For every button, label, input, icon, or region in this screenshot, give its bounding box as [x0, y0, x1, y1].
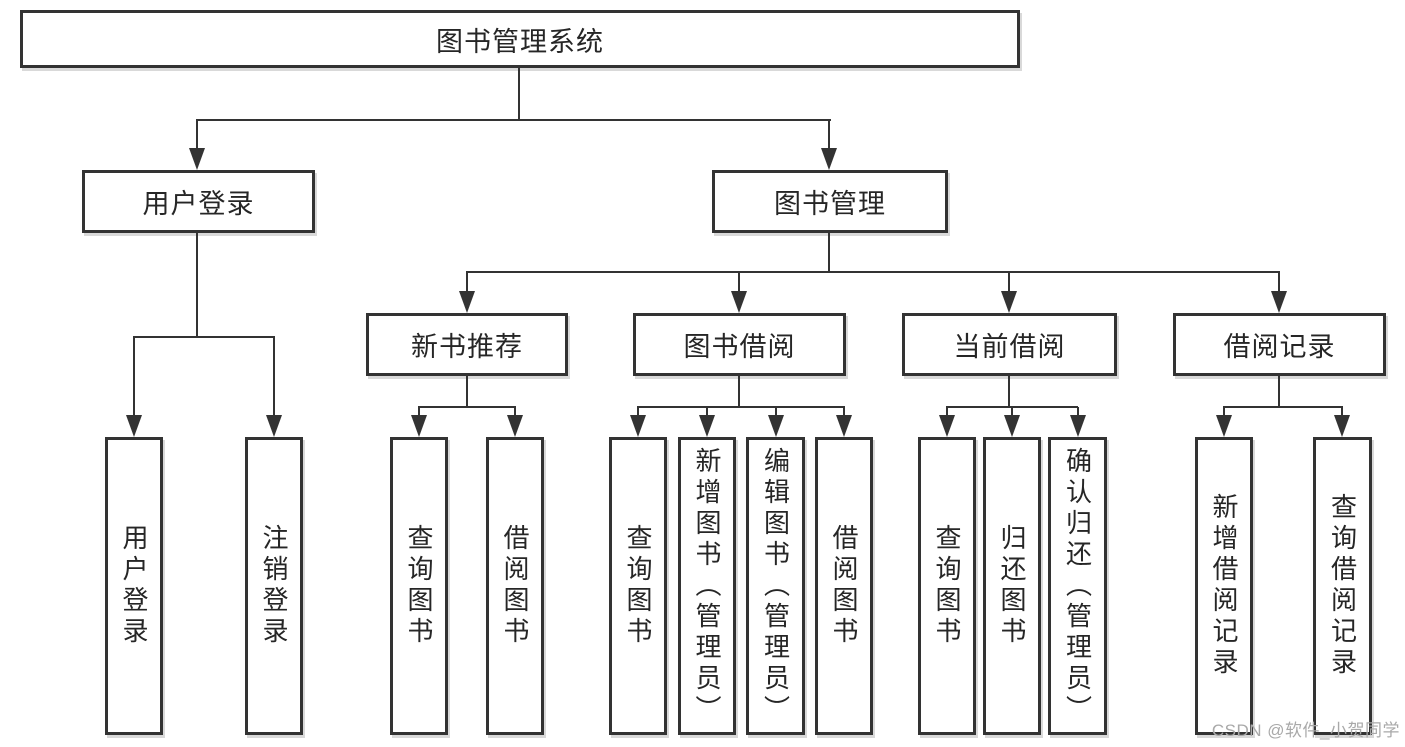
arrow-down-icon — [1334, 415, 1350, 437]
node-book-management: 图书管理 — [712, 170, 948, 233]
connector-line — [637, 407, 639, 417]
connector-line — [843, 407, 845, 417]
leaf-borrow-books: 借阅图书 — [815, 437, 873, 735]
connector-line — [514, 407, 516, 417]
leaf-logout: 注销登录 — [245, 437, 303, 735]
connector-line — [1011, 407, 1013, 417]
connector-line — [418, 407, 420, 417]
connector-line — [1341, 407, 1343, 417]
arrow-down-icon — [411, 415, 427, 437]
connector-line — [828, 120, 830, 150]
leaf-label: 查询图书 — [932, 524, 962, 648]
arrow-down-icon — [836, 415, 852, 437]
connector-line — [738, 272, 740, 292]
arrow-down-icon — [266, 415, 282, 437]
connector-line — [196, 120, 198, 150]
node-user-login: 用户登录 — [82, 170, 315, 233]
leaf-edit-books-admin: 编辑图书（管理员） — [746, 437, 805, 735]
leaf-label: 查询借阅记录 — [1327, 493, 1358, 679]
arrow-down-icon — [768, 415, 784, 437]
leaf-label: 新增图书（管理员） — [692, 446, 722, 726]
arrow-down-icon — [699, 415, 715, 437]
arrow-down-icon — [189, 148, 205, 170]
leaf-label: 新增借阅记录 — [1209, 493, 1239, 679]
connector-line — [1223, 406, 1343, 408]
node-root: 图书管理系统 — [20, 10, 1020, 68]
connector-line — [828, 233, 830, 272]
leaf-label: 用户登录 — [119, 524, 149, 648]
leaf-query-books-borrow: 查询图书 — [609, 437, 667, 735]
node-book-borrow: 图书借阅 — [633, 313, 846, 376]
connector-line — [196, 119, 831, 121]
connector-line — [466, 376, 468, 407]
arrow-down-icon — [507, 415, 523, 437]
connector-line — [775, 407, 777, 417]
connector-line — [738, 376, 740, 407]
connector-line — [1008, 272, 1010, 292]
connector-line — [706, 407, 708, 417]
leaf-confirm-return-admin: 确认归还（管理员） — [1048, 437, 1107, 735]
arrow-down-icon — [821, 148, 837, 170]
leaf-label: 借阅图书 — [500, 524, 530, 648]
leaf-return-books: 归还图书 — [983, 437, 1041, 735]
arrow-down-icon — [939, 415, 955, 437]
connector-line — [418, 406, 516, 408]
leaf-query-books-recommend: 查询图书 — [390, 437, 448, 735]
arrow-down-icon — [1004, 415, 1020, 437]
leaf-label: 借阅图书 — [829, 524, 859, 648]
leaf-label: 注销登录 — [259, 524, 289, 648]
leaf-borrow-books-recommend: 借阅图书 — [486, 437, 544, 735]
leaf-label: 归还图书 — [997, 524, 1027, 648]
leaf-label: 查询图书 — [404, 524, 434, 648]
leaf-query-books-current: 查询图书 — [918, 437, 976, 735]
node-new-book-recommend: 新书推荐 — [366, 313, 568, 376]
leaf-add-books-admin: 新增图书（管理员） — [678, 437, 736, 735]
arrow-down-icon — [1001, 291, 1017, 313]
connector-line — [133, 336, 275, 338]
leaf-label: 查询图书 — [623, 524, 653, 648]
connector-line — [1077, 407, 1079, 417]
leaf-user-login: 用户登录 — [105, 437, 163, 735]
leaf-query-borrow-record: 查询借阅记录 — [1313, 437, 1372, 735]
connector-line — [273, 337, 275, 415]
connector-line — [1008, 376, 1010, 407]
arrow-down-icon — [731, 291, 747, 313]
arrow-down-icon — [1271, 291, 1287, 313]
arrow-down-icon — [1216, 415, 1232, 437]
node-borrow-record: 借阅记录 — [1173, 313, 1386, 376]
connector-line — [196, 233, 198, 337]
arrow-down-icon — [126, 415, 142, 437]
connector-line — [466, 272, 468, 292]
connector-line — [518, 68, 520, 120]
arrow-down-icon — [459, 291, 475, 313]
connector-line — [1278, 376, 1280, 407]
connector-line — [1223, 407, 1225, 417]
connector-line — [466, 271, 1280, 273]
connector-line — [1278, 272, 1280, 292]
leaf-add-borrow-record: 新增借阅记录 — [1195, 437, 1253, 735]
connector-line — [946, 407, 948, 417]
arrow-down-icon — [1070, 415, 1086, 437]
arrow-down-icon — [630, 415, 646, 437]
connector-line — [637, 406, 845, 408]
leaf-label: 确认归还（管理员） — [1062, 446, 1093, 726]
leaf-label: 编辑图书（管理员） — [760, 446, 791, 726]
connector-line — [133, 337, 135, 415]
csdn-watermark: CSDN @软件_小贺同学 — [1211, 721, 1400, 740]
node-current-borrow: 当前借阅 — [902, 313, 1117, 376]
